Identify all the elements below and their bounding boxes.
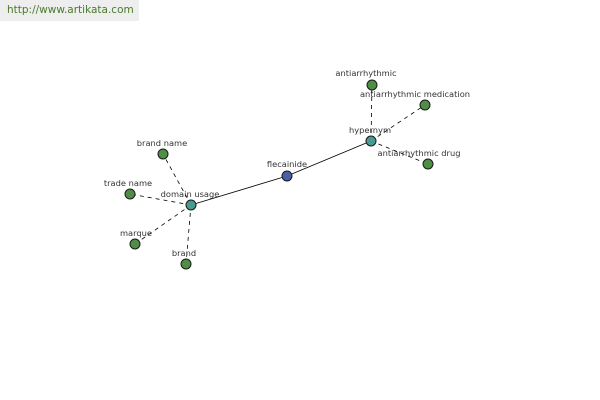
node-brand[interactable]	[180, 258, 192, 270]
node-hypernym[interactable]	[365, 135, 377, 147]
node-flecainide[interactable]	[281, 170, 293, 182]
edge-domain-usage-trade-name	[129, 193, 192, 206]
node-label-flecainide[interactable]: flecainide	[267, 159, 307, 169]
node-label-trade-name[interactable]: trade name	[104, 178, 152, 188]
node-marque[interactable]	[129, 238, 141, 250]
node-label-marque[interactable]: marque	[120, 228, 152, 238]
source-url-link[interactable]: http://www.artikata.com	[0, 0, 139, 21]
edge-hypernym-antiarrhythmic	[370, 84, 373, 142]
node-label-brand-name[interactable]: brand name	[137, 138, 187, 148]
labels-layer: flecainide domain usage hypernym brand name…	[104, 68, 470, 258]
edge-hypernym-antiarrhythmic-medication	[370, 104, 426, 142]
node-brand-name[interactable]	[157, 148, 169, 160]
edge-domain-usage-marque	[134, 204, 192, 245]
node-domain-usage[interactable]	[185, 199, 197, 211]
edges-layer	[129, 84, 429, 265]
node-antiarrhythmic-medication[interactable]	[419, 99, 431, 111]
edge-flecainide-domain-usage	[190, 175, 288, 206]
node-trade-name[interactable]	[124, 188, 136, 200]
nodes-layer	[124, 79, 434, 270]
node-label-antiarrhythmic-drug[interactable]: antiarrhythmic drug	[378, 148, 461, 158]
node-antiarrhythmic[interactable]	[366, 79, 378, 91]
edge-hypernym-antiarrhythmic-drug	[370, 140, 429, 165]
edge-flecainide-hypernym	[286, 140, 372, 177]
node-label-domain-usage[interactable]: domain usage	[161, 189, 220, 199]
node-antiarrhythmic-drug[interactable]	[422, 158, 434, 170]
node-label-antiarrhythmic[interactable]: antiarrhythmic	[335, 68, 397, 78]
node-label-hypernym[interactable]: hypernym	[349, 125, 391, 135]
edge-domain-usage-brand-name	[162, 153, 192, 206]
edge-domain-usage-brand	[185, 204, 192, 265]
node-label-brand[interactable]: brand	[172, 248, 196, 258]
node-label-antiarrhythmic-medication[interactable]: antiarrhythmic medication	[360, 89, 470, 99]
